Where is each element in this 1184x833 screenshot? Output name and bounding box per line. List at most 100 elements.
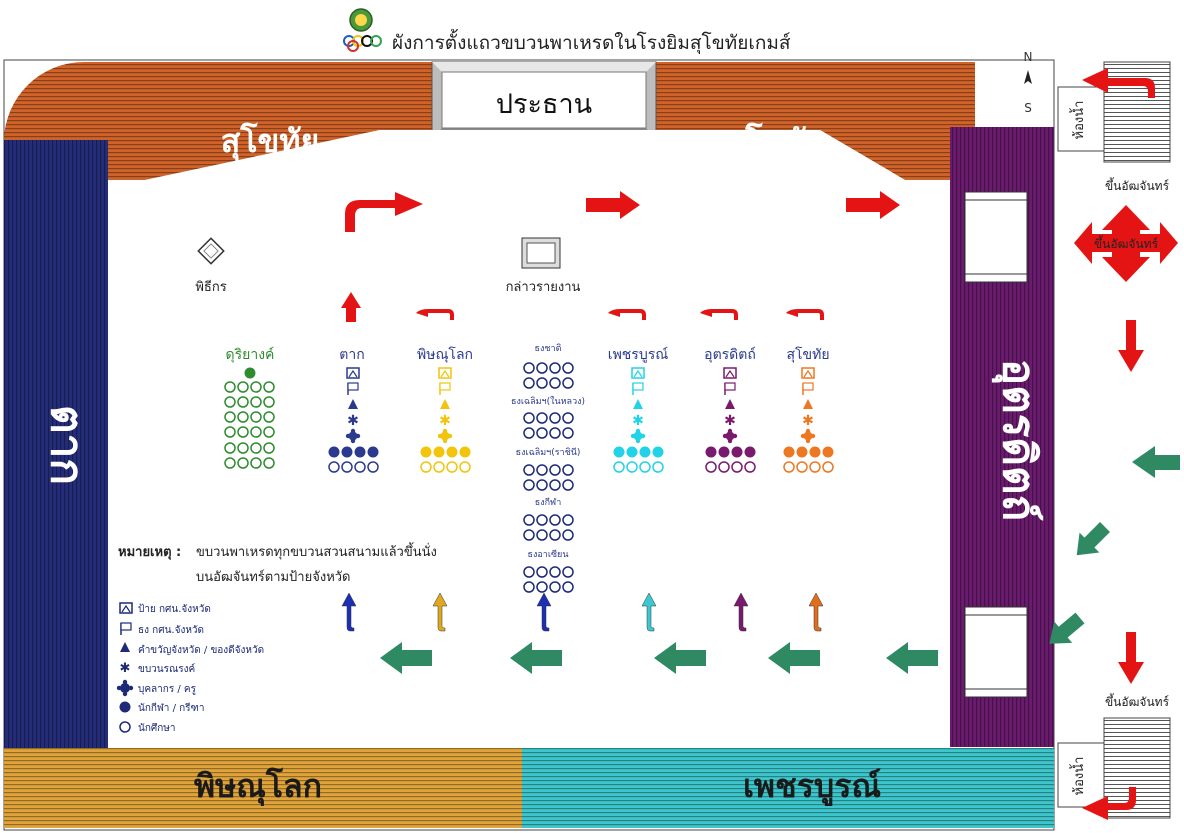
contingent-label-phitsanulok: พิษณุโลก bbox=[417, 346, 473, 363]
flag-icon bbox=[347, 382, 359, 391]
stand-left-tak bbox=[4, 140, 108, 750]
legend-filled-circle-icon bbox=[119, 701, 131, 713]
flower-icon bbox=[348, 431, 358, 441]
student-circle-icon bbox=[523, 514, 535, 526]
flower-petal-icon bbox=[805, 428, 811, 434]
athlete-circle-icon bbox=[809, 446, 821, 458]
student-circle-icon bbox=[536, 566, 548, 578]
athlete-circle-icon bbox=[446, 446, 458, 458]
stand-entry-label-top: ขึ้นอัฒจันทร์ bbox=[1105, 177, 1170, 193]
student-circle-icon bbox=[523, 427, 535, 439]
athlete-circle-icon bbox=[433, 446, 445, 458]
athlete-circle-icon bbox=[705, 446, 717, 458]
student-circle-icon bbox=[536, 529, 548, 541]
student-circle-icon bbox=[523, 412, 535, 424]
stand-label-bottom-left: พิษณุโลก bbox=[194, 767, 322, 807]
student-circle-icon bbox=[549, 377, 561, 389]
entry-arrow-icon bbox=[733, 592, 749, 632]
parade-floor bbox=[108, 130, 950, 749]
stand-label-left: ตาก bbox=[41, 405, 92, 485]
flower-petal-icon bbox=[810, 433, 816, 439]
flower-petal-icon bbox=[800, 433, 806, 439]
student-circle-icon bbox=[822, 461, 834, 473]
student-circle-icon bbox=[549, 529, 561, 541]
student-circle-icon bbox=[731, 461, 743, 473]
student-circle-icon bbox=[744, 461, 756, 473]
student-circle-icon bbox=[250, 457, 262, 469]
student-circle-icon bbox=[237, 396, 249, 408]
student-circle-icon bbox=[549, 464, 561, 476]
legend: ✱ ป้าย กศน.จังหวัด ธง กศน.จังหวัด คำขวัญ… bbox=[116, 602, 264, 734]
student-circle-icon bbox=[250, 411, 262, 423]
student-circle-icon bbox=[562, 464, 574, 476]
legend-flag-icon bbox=[120, 622, 132, 635]
restroom-bottom bbox=[1057, 717, 1171, 819]
student-circle-icon bbox=[536, 377, 548, 389]
top-route-arrows bbox=[341, 191, 900, 322]
student-circle-icon bbox=[652, 461, 664, 473]
legend-text-flower: บุคลากร / ครู bbox=[138, 684, 197, 695]
contingent-label-uttaradit: อุตรดิตถ์ bbox=[704, 346, 756, 363]
stand-entry-label-middle: ขึ้นอัฒจันทร์ bbox=[1094, 235, 1159, 251]
student-circle-icon bbox=[562, 362, 574, 374]
athlete-circle-icon bbox=[731, 446, 743, 458]
contingent-label-phetchabun: เพชรบูรณ์ bbox=[608, 346, 668, 363]
student-circle-icon bbox=[549, 427, 561, 439]
student-circle-icon bbox=[523, 362, 535, 374]
student-circle-icon bbox=[549, 362, 561, 374]
student-circle-icon bbox=[536, 427, 548, 439]
student-circle-icon bbox=[549, 479, 561, 491]
student-circle-icon bbox=[328, 461, 340, 473]
athlete-circle-icon bbox=[613, 446, 625, 458]
student-circle-icon bbox=[536, 581, 548, 593]
student-circle-icon bbox=[562, 427, 574, 439]
asterisk-icon: ✱ bbox=[632, 413, 644, 429]
athlete-circle-icon bbox=[328, 446, 340, 458]
student-circle-icon bbox=[250, 442, 262, 454]
athlete-circle-icon bbox=[420, 446, 432, 458]
stand-bottom-phetchabun bbox=[522, 748, 1054, 828]
student-circle-icon bbox=[237, 457, 249, 469]
legend-asterisk-icon: ✱ bbox=[120, 661, 131, 676]
legend-text-asterisk: ขบวนรณรงค์ bbox=[138, 663, 195, 675]
flower-petal-icon bbox=[350, 438, 356, 444]
student-circle-icon bbox=[809, 461, 821, 473]
mc-podium-icon bbox=[197, 237, 225, 265]
contingent-label-tak: ตาก bbox=[339, 347, 364, 363]
student-circle-icon bbox=[523, 581, 535, 593]
flower-petal-icon bbox=[732, 433, 738, 439]
legend-text-sign: ป้าย กศน.จังหวัด bbox=[138, 603, 211, 615]
student-circle-icon bbox=[613, 461, 625, 473]
flower-petal-icon bbox=[442, 438, 448, 444]
student-circle-icon bbox=[237, 381, 249, 393]
athlete-circle-icon bbox=[796, 446, 808, 458]
flower-icon bbox=[633, 431, 643, 441]
student-circle-icon bbox=[562, 566, 574, 578]
student-circle-icon bbox=[705, 461, 717, 473]
asterisk-icon: ✱ bbox=[347, 413, 359, 429]
athlete-circle-icon bbox=[744, 446, 756, 458]
student-circle-icon bbox=[562, 377, 574, 389]
student-circle-icon bbox=[224, 396, 236, 408]
flag-label-sport: ธงกีฬา bbox=[535, 497, 562, 508]
outer-diag-arrow-2-icon bbox=[1049, 612, 1085, 644]
student-circle-icon bbox=[523, 377, 535, 389]
formations: ✱✱✱✱✱ bbox=[224, 362, 834, 593]
turn-arrow-top-icon bbox=[1082, 68, 1155, 98]
triangle-icon bbox=[348, 399, 358, 409]
athlete-circle-icon bbox=[639, 446, 651, 458]
student-circle-icon bbox=[237, 426, 249, 438]
sign-mark-icon bbox=[633, 369, 643, 378]
sign-mark-icon bbox=[348, 369, 358, 378]
turn-arrow-bottom-icon bbox=[1082, 787, 1136, 820]
student-circle-icon bbox=[224, 426, 236, 438]
inner-route-arrows bbox=[380, 642, 938, 674]
flag-label-queen: ธงเฉลิมฯ(ราชินี) bbox=[516, 447, 581, 458]
stand-label-bottom-right: เพชรบูรณ์ bbox=[743, 767, 881, 807]
flag-icon bbox=[439, 382, 451, 391]
athlete-circle-icon bbox=[459, 446, 471, 458]
student-circle-icon bbox=[523, 464, 535, 476]
four-way-arrow-icon bbox=[1074, 205, 1178, 282]
flower-petal-icon bbox=[630, 433, 636, 439]
student-circle-icon bbox=[549, 566, 561, 578]
